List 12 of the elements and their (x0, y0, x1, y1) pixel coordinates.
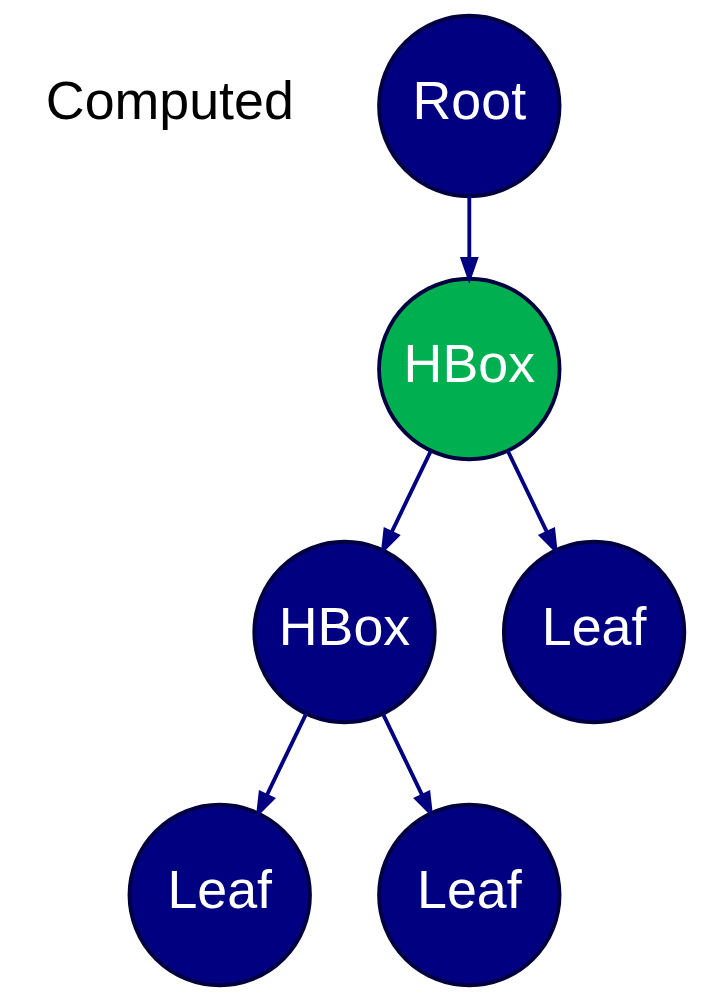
node-circle: HBox (377, 276, 562, 462)
arrow (255, 712, 308, 819)
arrow (381, 712, 434, 819)
arrow (380, 449, 433, 556)
node-circle: Leaf (501, 539, 687, 725)
arrow (506, 449, 559, 556)
node-circle: Root (377, 13, 562, 199)
node-circle: Leaf (377, 802, 562, 988)
arrow (459, 196, 479, 284)
node-circle: HBox (252, 539, 437, 725)
label: Computed (45, 70, 294, 131)
node-circle: Leaf (127, 802, 312, 988)
